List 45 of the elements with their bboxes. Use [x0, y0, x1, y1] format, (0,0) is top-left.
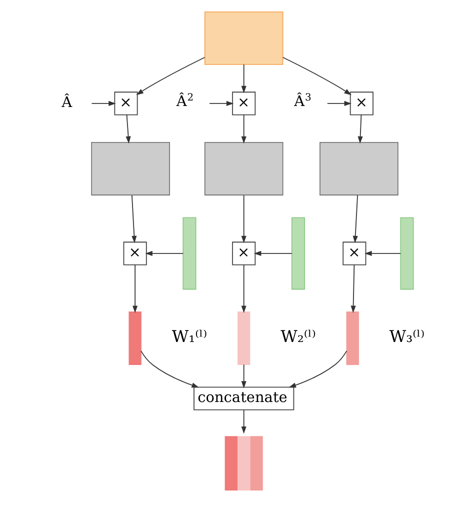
arrow — [240, 64, 246, 94]
node-box: × — [232, 92, 256, 116]
arrow — [132, 264, 138, 313]
arrow — [144, 250, 184, 256]
node-box: concatenate — [193, 386, 294, 410]
node-bar — [290, 217, 305, 290]
arrow — [288, 350, 347, 388]
arrow — [326, 100, 352, 106]
node-bar — [400, 217, 414, 290]
node-box: × — [232, 242, 256, 266]
label: W₁⁽ˡ⁾ — [171, 327, 207, 346]
node-box: × — [342, 242, 366, 266]
node-text: Â — [61, 94, 72, 111]
arrow — [240, 410, 246, 434]
arrow — [140, 350, 198, 388]
node-box — [204, 142, 283, 196]
label: W₃⁽ˡ⁾ — [388, 327, 424, 346]
arrow — [240, 114, 246, 144]
arrow — [364, 250, 401, 256]
node-box: × — [122, 242, 146, 266]
arrow — [136, 56, 205, 96]
node-box — [319, 142, 398, 196]
arrow — [125, 114, 130, 144]
arrow — [352, 194, 358, 244]
arrow — [240, 194, 246, 244]
node-text: Â$^{2}$ — [176, 92, 194, 110]
arrow — [240, 264, 246, 313]
node-text: Â$^{3}$ — [294, 92, 311, 110]
arrow — [240, 364, 246, 388]
arrow — [90, 100, 116, 106]
arrow — [282, 56, 351, 96]
node-box: × — [349, 92, 373, 116]
node-bar — [237, 311, 250, 365]
label: W₂⁽ˡ⁾ — [280, 327, 316, 346]
arrow — [350, 264, 356, 313]
arrow — [208, 100, 234, 106]
node-bar — [182, 217, 196, 290]
arrow — [253, 250, 292, 256]
node-box — [90, 142, 170, 196]
arrow — [357, 114, 362, 144]
node-bar — [346, 311, 358, 365]
node-box — [204, 11, 283, 65]
node-box: × — [114, 92, 138, 116]
node-bar — [128, 311, 141, 365]
arrow — [131, 194, 136, 244]
